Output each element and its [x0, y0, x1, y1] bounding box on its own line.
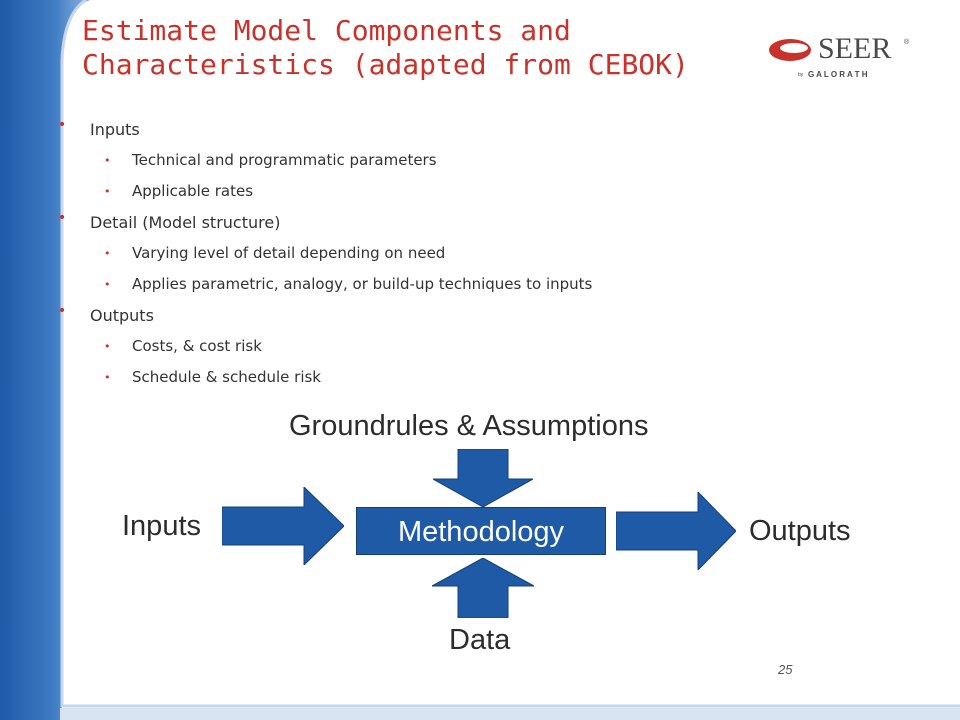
seer-logo: SEER ® by G A L O R A T H [769, 32, 910, 79]
title-line-2: Characteristics (adapted from CEBOK) [82, 48, 689, 81]
data-label: Data [449, 624, 511, 656]
bottom-band [60, 708, 960, 720]
bullet-detail: Detail (Model structure) [58, 203, 820, 238]
right-arrow-icon [616, 492, 736, 570]
outputs-label: Outputs [749, 515, 851, 547]
logo-by: by [798, 72, 804, 78]
logo-brand: SEER [818, 32, 891, 65]
slide-frame [60, 0, 960, 708]
bullet-list: Inputs Technical and programmatic parame… [58, 110, 820, 393]
logo-company: G A L O R A T H [808, 70, 868, 79]
sub-bullet: Technical and programmatic parameters [60, 145, 820, 176]
sub-bullet: Costs, & cost risk [60, 331, 820, 362]
right-arrow-icon [222, 487, 344, 565]
page-number: 25 [778, 662, 793, 677]
inputs-label: Inputs [122, 510, 201, 542]
sub-bullet: Schedule & schedule risk [60, 362, 820, 393]
logo-registered: ® [904, 38, 910, 46]
sub-bullet: Varying level of detail depending on nee… [60, 238, 820, 269]
sub-bullet: Applies parametric, analogy, or build-up… [60, 269, 820, 300]
methodology-box: Methodology [356, 507, 606, 555]
sub-bullet: Applicable rates [60, 176, 820, 207]
down-arrow-icon [433, 449, 533, 507]
slide-title: Estimate Model Components and Characteri… [82, 14, 722, 82]
left-blue-band [0, 0, 90, 720]
title-line-1: Estimate Model Components and [82, 14, 571, 47]
bullet-inputs: Inputs [58, 110, 820, 145]
up-arrow-icon [432, 558, 534, 618]
bullet-outputs: Outputs [58, 296, 820, 331]
groundrules-label: Groundrules & Assumptions [289, 410, 649, 442]
